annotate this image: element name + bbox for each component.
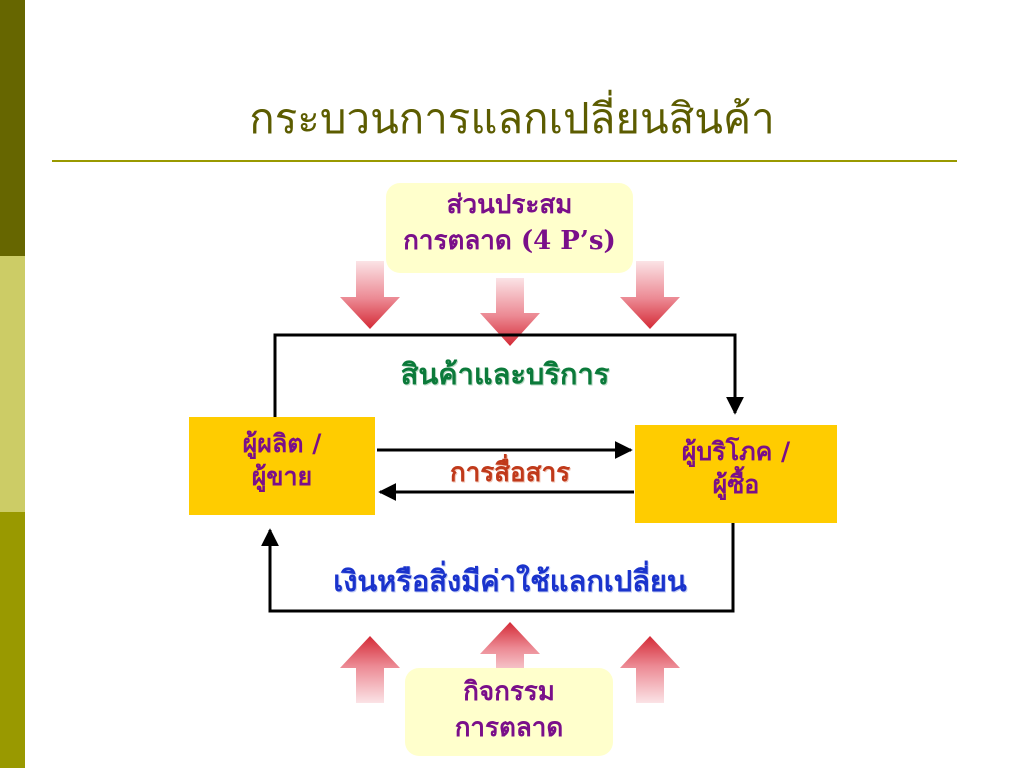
title-divider [52, 160, 957, 162]
marketing-activities-line2: การตลาด [454, 713, 564, 743]
communication-label: การสื่อสาร [449, 458, 571, 488]
producer-line1: ผู้ผลิต / [242, 429, 322, 458]
producer-box: ผู้ผลิต / ผู้ขาย [189, 417, 375, 515]
marketing-mix-line1: ส่วนประสม [446, 190, 573, 220]
down-arrow-right [620, 261, 680, 329]
money-exchange-label: เงินหรือสิ่งมีค่าใช้แลกเปลี่ยน [333, 564, 687, 598]
consumer-line1: ผู้บริโภค / [681, 437, 791, 466]
down-arrow-center [480, 278, 540, 346]
down-arrow-left [340, 261, 400, 329]
goods-services-label: สินค้าและบริการ [400, 357, 610, 391]
up-arrow-left [340, 636, 400, 703]
sidebar-accent-middle [0, 256, 25, 512]
marketing-mix-box: ส่วนประสม การตลาด (4 P’s) [386, 183, 633, 273]
producer-line2: ผู้ขาย [251, 462, 313, 491]
up-arrow-center [480, 622, 540, 680]
sidebar-accent-top [0, 0, 25, 256]
goods-flow-line [273, 333, 744, 417]
marketing-mix-line2: การตลาด (4 P’s) [403, 226, 616, 256]
sidebar-accent-bottom [0, 512, 25, 768]
money-flow-line [261, 523, 735, 613]
marketing-activities-line1: กิจกรรม [463, 677, 555, 707]
up-arrow-right [620, 636, 680, 703]
marketing-activities-box: กิจกรรม การตลาด [405, 668, 613, 756]
consumer-line2: ผู้ซื้อ [712, 470, 760, 499]
slide-title: กระบวนการแลกเปลี่ยนสินค้า [249, 94, 775, 143]
consumer-box: ผู้บริโภค / ผู้ซื้อ [635, 425, 837, 523]
